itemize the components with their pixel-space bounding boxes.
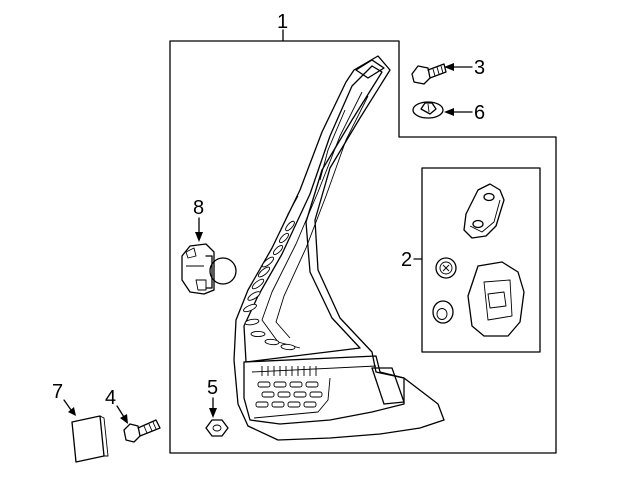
bolt-part — [411, 63, 447, 85]
assembly-outline-box — [169, 40, 557, 454]
pad-part — [71, 415, 109, 463]
lens-ribs — [261, 366, 317, 376]
callout-7: 7 — [52, 381, 63, 403]
lens-led-cells — [243, 220, 296, 351]
callout-2: 2 — [401, 249, 412, 271]
callout-4: 4 — [105, 387, 116, 409]
lower-lens-grid — [255, 381, 323, 408]
callout-1: 1 — [277, 11, 288, 33]
gasket-kit-parts — [432, 183, 525, 337]
callout-6: 6 — [474, 102, 485, 124]
leader-lines — [63, 29, 473, 424]
gasket-kit-box — [421, 167, 541, 353]
clip-nut-part — [412, 101, 444, 119]
bulb-part — [181, 243, 237, 295]
callout-8: 8 — [193, 197, 204, 219]
tail-lamp-assembly — [233, 55, 445, 441]
screw-part — [123, 419, 161, 443]
hex-nut-part — [205, 419, 229, 437]
callout-5: 5 — [207, 377, 218, 399]
callout-3: 3 — [474, 57, 485, 79]
